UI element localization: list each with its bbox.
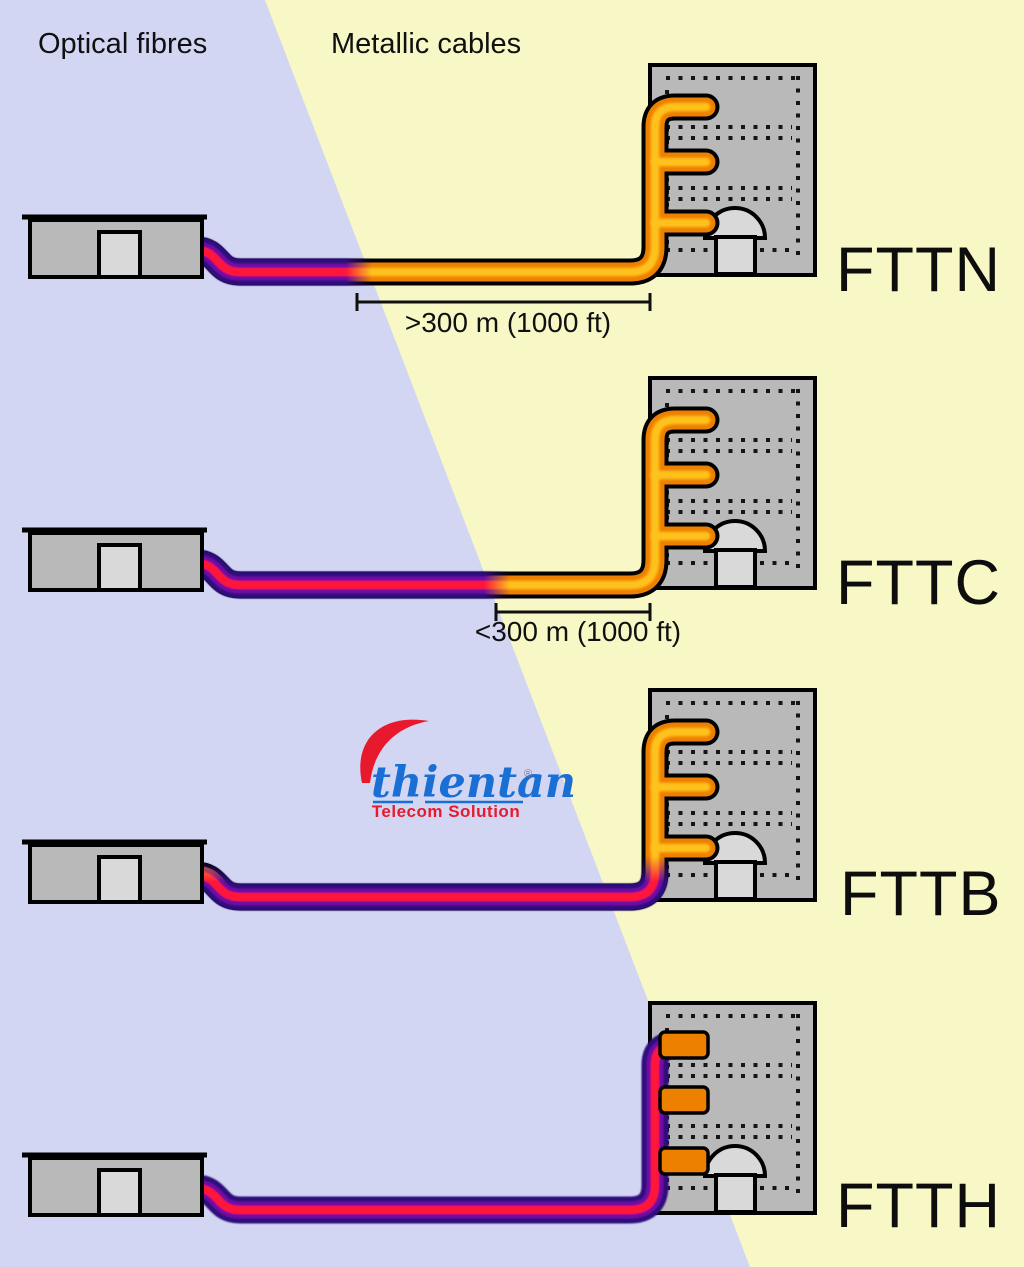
exchange-building	[22, 530, 207, 590]
logo: thientan ® Telecom Solution	[360, 719, 576, 821]
optical-region-label: Optical fibres	[38, 28, 207, 60]
fttc-label: FTTC	[836, 548, 1001, 618]
fiber-cable	[136, 93, 720, 286]
fttn-label: FTTN	[836, 235, 1001, 305]
fiber-cable	[136, 406, 720, 599]
distance-marker-fttc	[494, 603, 652, 621]
fttn-row: >300 m (1000 ft) FTTN	[22, 63, 1001, 338]
fttb-row: FTTB	[22, 688, 1001, 929]
logo-registered-mark: ®	[524, 768, 532, 780]
distance-label-fttc: <300 m (1000 ft)	[475, 616, 681, 647]
exchange-building	[22, 217, 207, 277]
logo-swoosh-icon	[360, 719, 429, 783]
ftth-row: FTTH	[22, 1001, 1001, 1241]
fttb-label: FTTB	[840, 859, 1001, 929]
distance-label-fttn: >300 m (1000 ft)	[405, 307, 611, 338]
fiber-cable	[136, 718, 720, 911]
fttc-row: <300 m (1000 ft) FTTC	[22, 376, 1001, 647]
copper-stubs	[658, 1030, 710, 1176]
metallic-region-background	[265, 0, 1024, 1267]
logo-tagline: Telecom Solution	[372, 802, 520, 821]
ftth-label: FTTH	[836, 1171, 1001, 1241]
metallic-region-label: Metallic cables	[331, 28, 521, 60]
exchange-building	[22, 1155, 207, 1215]
logo-wordmark: thientan	[371, 758, 576, 808]
exchange-building	[22, 842, 207, 902]
distance-marker-fttn	[355, 293, 652, 311]
